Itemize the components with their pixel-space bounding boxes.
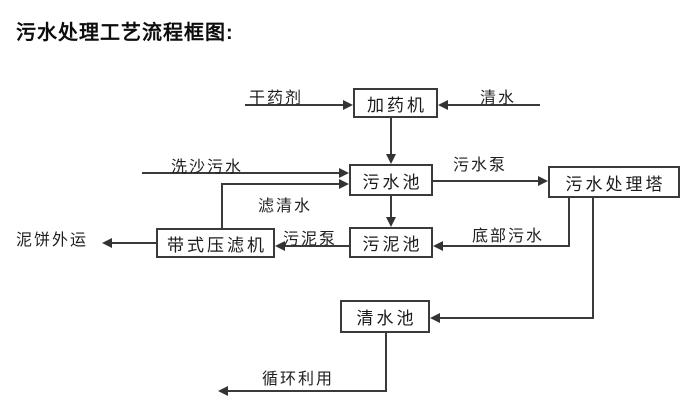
connector-dry-chemical <box>245 104 343 106</box>
arrowhead-filtered-water-icon <box>339 179 349 189</box>
node-treatment-tower: 污水处理塔 <box>548 166 680 198</box>
label-clean-water: 清水 <box>480 90 517 107</box>
connector-sludge-pump <box>285 245 349 247</box>
arrowhead-clean-water-icon <box>438 100 448 110</box>
connector-recycling-vertical <box>385 333 387 392</box>
connector-dosing-to-sewage-pool <box>390 118 392 155</box>
node-dosing-machine: 加药机 <box>353 88 438 118</box>
node-clean-water-pool: 清水池 <box>340 300 430 333</box>
arrowhead-sand-washing-icon <box>339 168 349 178</box>
arrowhead-dry-chemical-icon <box>343 100 353 110</box>
label-recycling: 循环利用 <box>262 371 335 388</box>
label-dry-chemical: 干药剂 <box>249 90 304 107</box>
connector-sewage-to-sludge <box>390 196 392 218</box>
connector-bottom-sewage-vertical <box>568 198 570 247</box>
label-filtered-water: 滤清水 <box>258 198 313 215</box>
node-belt-filter-press: 带式压滤机 <box>156 228 275 258</box>
node-sludge-pool: 污泥池 <box>349 227 433 258</box>
connector-sand-washing-sewage <box>142 172 339 174</box>
label-mud-cake-out: 泥饼外运 <box>16 232 89 249</box>
arrowhead-bottom-sewage-icon <box>433 241 443 251</box>
arrowhead-sewage-to-sludge-icon <box>386 217 396 227</box>
connector-tower-to-clean-vertical <box>592 198 594 319</box>
node-clean-water-pool-label: 清水池 <box>356 309 417 328</box>
label-bottom-sewage: 底部污水 <box>472 228 545 245</box>
connector-sewage-pump <box>433 180 538 182</box>
node-dosing-machine-label: 加药机 <box>367 95 427 115</box>
node-sewage-pool: 污水池 <box>349 164 433 196</box>
connector-recycling-horizontal <box>228 390 387 392</box>
label-sludge-pump: 污泥泵 <box>283 231 338 248</box>
arrowhead-mud-cake-icon <box>102 238 112 248</box>
node-sludge-pool-label: 污泥池 <box>362 235 423 254</box>
label-sand-washing-sewage: 洗沙污水 <box>171 159 244 176</box>
diagram-title: 污水处理工艺流程框图: <box>16 22 234 44</box>
arrowhead-sludge-pump-icon <box>275 241 285 251</box>
connector-mud-cake-out <box>112 242 156 244</box>
node-belt-filter-press-label: 带式压滤机 <box>167 235 267 255</box>
arrowhead-sewage-pump-icon <box>538 176 548 186</box>
node-sewage-pool-label: 污水池 <box>362 172 423 192</box>
connector-tower-to-clean-horizontal <box>440 317 594 319</box>
node-treatment-tower-label: 污水处理塔 <box>565 174 666 194</box>
arrowhead-recycling-icon <box>218 386 228 396</box>
connector-filtered-water-vertical <box>221 184 223 228</box>
label-sewage-pump: 污水泵 <box>453 157 508 174</box>
arrowhead-tower-to-clean-icon <box>430 313 440 323</box>
connector-clean-water <box>448 104 540 106</box>
connector-filtered-water-horizontal <box>221 183 339 185</box>
connector-bottom-sewage-horizontal <box>443 245 570 247</box>
arrowhead-dosing-to-sewage-pool-icon <box>386 154 396 164</box>
